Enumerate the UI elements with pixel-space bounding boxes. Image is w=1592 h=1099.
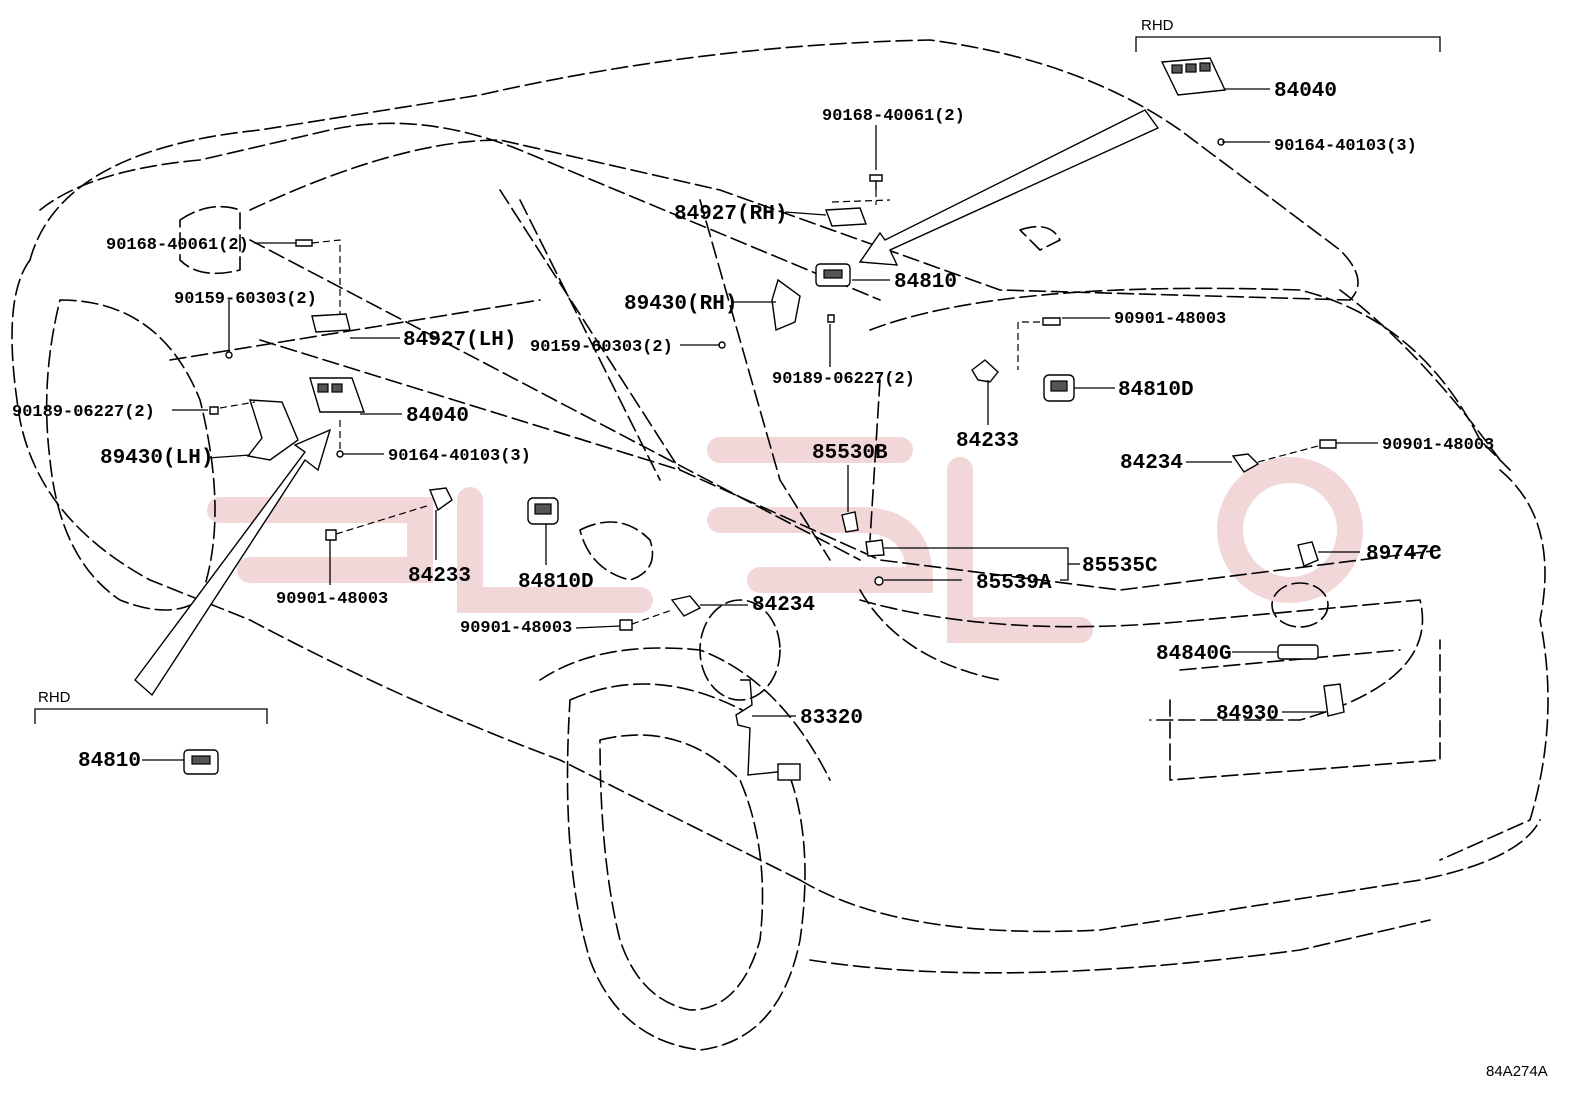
label-84810d-right: 84810D — [1118, 379, 1194, 402]
label-90901-mid: 90901-48003 — [460, 619, 572, 638]
diagram-code: 84A274A — [1486, 1063, 1548, 1080]
switch-84040-rhd-icon — [1160, 57, 1227, 96]
arrow-left-to-top — [134, 428, 332, 697]
label-85539a: 85539A — [976, 572, 1052, 595]
switch-84810d-left-icon — [527, 497, 559, 525]
sensor-84234-right-icon — [1231, 453, 1260, 473]
screw-90164-left-icon — [336, 450, 344, 458]
screw-90168-top-icon — [869, 174, 883, 190]
leader-lines — [142, 88, 1378, 761]
socket-85535c-icon — [865, 539, 885, 557]
label-90168-top: 90168-40061(2) — [822, 107, 965, 126]
gasket-85539a-icon — [874, 576, 884, 586]
switch-84927-lh-icon — [311, 313, 351, 333]
label-84040-top: 84040 — [1274, 80, 1337, 103]
clip-90189-mid-icon — [827, 314, 835, 323]
switch-84810-top-icon — [815, 263, 851, 287]
parts — [183, 57, 1345, 781]
connector-83320-icon — [777, 763, 801, 781]
label-90168-left: 90168-40061(2) — [106, 236, 249, 255]
sensor-84234-mid-icon — [670, 595, 702, 617]
label-90189-left: 90189-06227(2) — [12, 403, 155, 422]
label-84233-right: 84233 — [956, 430, 1019, 453]
module-89430-lh-icon — [246, 399, 299, 461]
sensor-84233-right-icon — [971, 359, 999, 383]
label-89430-rh: 89430(RH) — [624, 293, 737, 316]
label-84810d-left: 84810D — [518, 571, 594, 594]
label-84040-left: 84040 — [406, 405, 469, 428]
label-90901-left: 90901-48003 — [276, 590, 388, 609]
label-84234-mid: 84234 — [752, 594, 815, 617]
screw-90901-top-right-icon — [1042, 317, 1061, 326]
label-89430-lh: 89430(LH) — [100, 447, 213, 470]
label-84927-rh: 84927(RH) — [674, 203, 787, 226]
label-84234-right: 84234 — [1120, 452, 1183, 475]
switch-84930-icon — [1323, 683, 1345, 717]
switch-84840g-icon — [1277, 644, 1319, 660]
label-90164-left: 90164-40103(3) — [388, 447, 531, 466]
clip-90189-left-icon — [209, 406, 219, 415]
screw-90901-mid-icon — [619, 619, 633, 631]
rhd-label-bottom: RHD — [38, 689, 71, 706]
labels: RHD RHD 84040 90164-40103(3) 90168-40061… — [12, 17, 1548, 1080]
label-85535c: 85535C — [1082, 555, 1158, 578]
sensor-84233-left-icon — [429, 487, 453, 512]
label-84930: 84930 — [1216, 703, 1279, 726]
antenna-89747c-icon — [1297, 541, 1319, 567]
label-84810-bottom: 84810 — [78, 750, 141, 773]
direction-arrows — [134, 109, 1160, 697]
watermark-logo — [207, 437, 1363, 643]
label-90901-right: 90901-48003 — [1382, 436, 1494, 455]
label-90159-mid: 90159-60303(2) — [530, 338, 673, 357]
label-89747c: 89747C — [1366, 543, 1442, 566]
label-83320: 83320 — [800, 707, 863, 730]
module-89430-rh-icon — [771, 278, 801, 332]
switch-84810d-right-icon — [1043, 374, 1075, 402]
sensor-83320-icon — [735, 679, 797, 776]
label-90901-top-right: 90901-48003 — [1114, 310, 1226, 329]
label-90189-mid: 90189-06227(2) — [772, 370, 915, 389]
rhd-brackets — [34, 36, 1441, 724]
label-84840g: 84840G — [1156, 643, 1232, 666]
switch-84810-bottom-icon — [183, 749, 219, 775]
label-84233-left: 84233 — [408, 565, 471, 588]
screw-90901-right-icon — [1319, 439, 1337, 449]
label-90164-top: 90164-40103(3) — [1274, 137, 1417, 156]
screw-90168-left-icon — [295, 239, 313, 247]
car-body-outline — [11, 39, 1549, 1051]
switch-84040-left-icon — [309, 377, 365, 413]
label-85530b: 85530B — [812, 442, 888, 465]
label-84810-top: 84810 — [894, 271, 957, 294]
rhd-label-top: RHD — [1141, 17, 1174, 34]
label-84927-lh: 84927(LH) — [403, 329, 516, 352]
switch-84927-rh-icon — [825, 207, 867, 227]
screw-90901-left-icon — [325, 529, 337, 541]
nut-90159-left-icon — [225, 351, 233, 359]
label-90159-left: 90159-60303(2) — [174, 290, 317, 309]
arrow-right-to-top — [858, 109, 1160, 266]
bulb-85530b-icon — [841, 511, 859, 533]
